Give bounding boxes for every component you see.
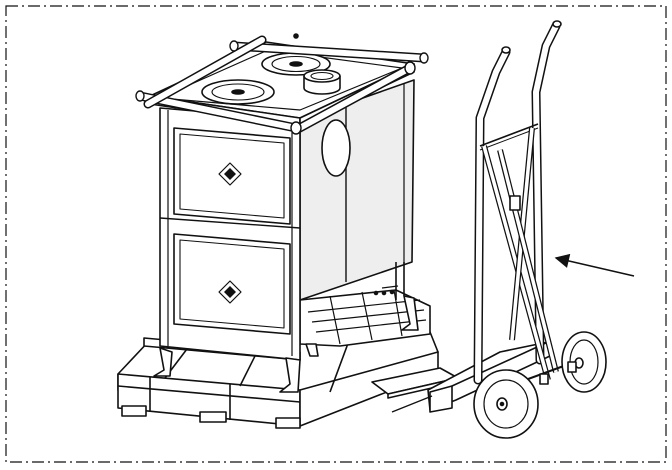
figure-border (5, 5, 667, 463)
side-flue-opening (321, 119, 351, 177)
leader-to-fork (391, 395, 433, 413)
wheel-front (473, 369, 539, 439)
hotplate-left (201, 79, 275, 105)
lifting-bars (135, 35, 429, 135)
wheel-rear (561, 331, 607, 393)
arrow-to-hand-truck (554, 253, 635, 277)
stove (135, 33, 431, 393)
hand-truck (371, 20, 607, 439)
flue-collar (303, 69, 341, 95)
upper-door (173, 127, 291, 225)
stove-legs (153, 295, 419, 393)
diamond-ornament-icon (224, 286, 236, 298)
hotplate-right (261, 52, 331, 76)
diamond-ornament-icon (224, 168, 236, 180)
lower-door (173, 233, 291, 335)
